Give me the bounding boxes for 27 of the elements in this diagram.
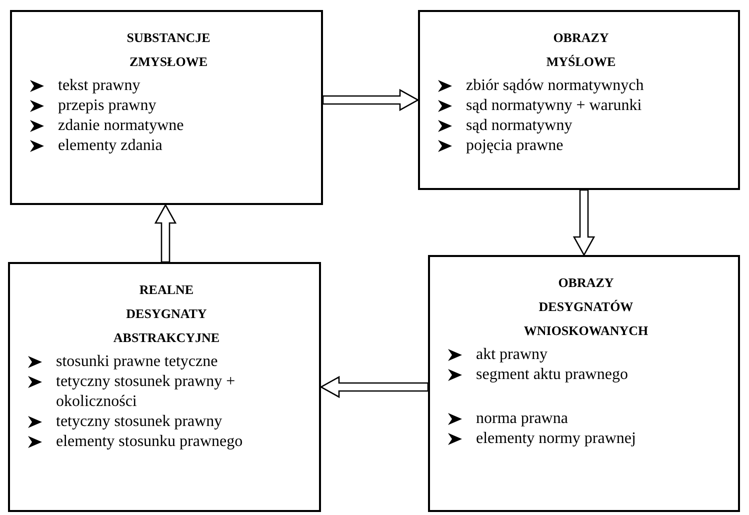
list-item: sąd normatywny + warunki: [466, 96, 643, 116]
list-item: przepis prawny: [58, 96, 158, 116]
list-item: zbiór sądów normatywnych: [466, 76, 645, 96]
hollow-arrow: [154, 204, 177, 263]
box-heading: OBRAZY DESYGNATÓW WNIOSKOWANYCH: [522, 274, 650, 340]
list-item: zdanie normatywne: [58, 116, 185, 136]
list-item: tetyczny stosunek prawny: [56, 412, 224, 432]
list-item: pojęcia prawne: [466, 136, 564, 156]
list-item: elementy stosunku prawnego: [56, 432, 244, 452]
list-item: norma prawna: [476, 409, 569, 429]
list-item: elementy normy prawnej: [476, 429, 637, 449]
text-box: [10, 10, 323, 205]
list-item: elementy zdania: [58, 136, 164, 156]
box-heading: OBRAZY MYŚLOWE: [545, 29, 617, 71]
text-box: [428, 255, 740, 512]
box-heading: SUBSTANCJE ZMYSŁOWE: [126, 29, 212, 71]
list-item: stosunki prawne tetyczne: [56, 352, 219, 372]
list-item: tekst prawny: [58, 76, 142, 96]
list-item: segment aktu prawnego: [476, 365, 629, 385]
hollow-arrow: [322, 88, 420, 112]
box-heading: REALNE DESYGNATY ABSTRAKCYJNE: [112, 281, 221, 347]
list-item: sąd normatywny: [466, 116, 574, 136]
list-item: akt prawny: [476, 345, 549, 365]
hollow-arrow: [572, 189, 596, 256]
hollow-arrow: [320, 376, 429, 398]
text-box: [418, 10, 740, 190]
text-box: [8, 262, 321, 512]
